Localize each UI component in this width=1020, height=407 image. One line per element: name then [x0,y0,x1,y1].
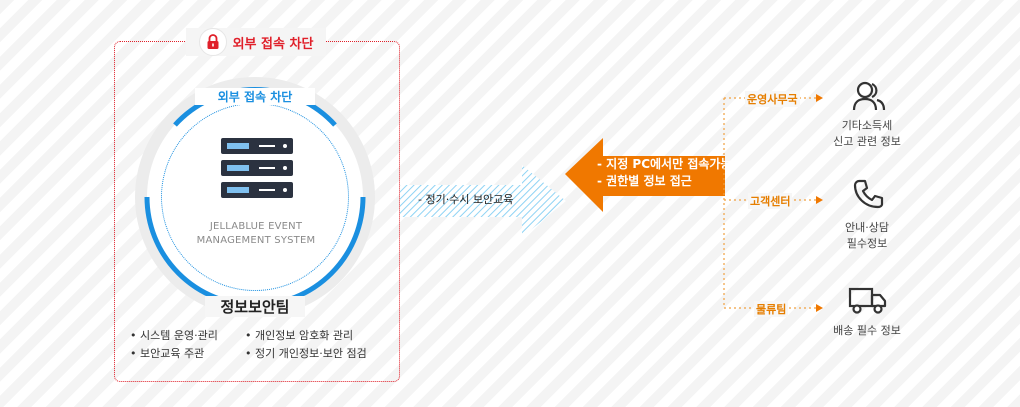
access-arrow-line2: - 권한별 정보 접근 [597,174,692,188]
education-arrow [400,165,566,237]
department-desc-logistics: 배송 필수 정보 [812,323,922,339]
team-duties-left: 시스템 운영·관리 보안교육 주관 [130,327,218,363]
team-duties-right: 개인정보 암호화 관리 정기 개인정보·보안 점검 [245,327,367,363]
department-desc-callcenter: 안내·상담 필수정보 [812,220,922,252]
phone-icon [853,179,884,209]
access-arrow-line1: - 지정 PC에서만 접속가능 [597,157,732,171]
team-name: 정보보안팀 [205,296,305,317]
department-desc-line: 배송 필수 정보 [833,324,901,337]
education-arrow-label: - 정기·수시 보안교육 [418,193,514,206]
server-icon [221,138,293,198]
users-icon [852,81,886,111]
access-arrow-text: - 지정 PC에서만 접속가능 - 권한별 정보 접근 [597,156,731,190]
department-desc-line: 기타소득세 [841,119,893,132]
system-name-line1: JELLABLUE EVENT [209,221,303,232]
system-name-line2: MANAGEMENT SYSTEM [196,235,316,246]
department-desc-line: 안내·상담 [845,221,889,234]
secure-zone-header: 외부 접속 차단 [186,28,326,56]
department-label-operations: 운영사무국 [745,91,800,107]
secure-zone-title: 외부 접속 차단 [232,36,314,52]
system-ring-title: 외부 접속 차단 [195,88,315,105]
truck-icon [848,287,887,314]
department-desc-line: 신고 관련 정보 [833,135,901,148]
system-name: JELLABLUE EVENT MANAGEMENT SYSTEM [176,220,336,248]
duty-item: 시스템 운영·관리 [130,327,218,345]
access-arrow [565,138,725,212]
duty-item: 보안교육 주관 [130,345,218,363]
duty-item: 개인정보 암호화 관리 [245,327,367,345]
department-desc-operations: 기타소득세 신고 관련 정보 [812,118,922,150]
lock-icon [198,28,227,56]
duty-item: 정기 개인정보·보안 점검 [245,345,367,363]
department-label-callcenter: 고객센터 [748,193,793,209]
department-label-logistics: 물류팀 [754,301,789,317]
department-desc-line: 필수정보 [846,237,888,250]
